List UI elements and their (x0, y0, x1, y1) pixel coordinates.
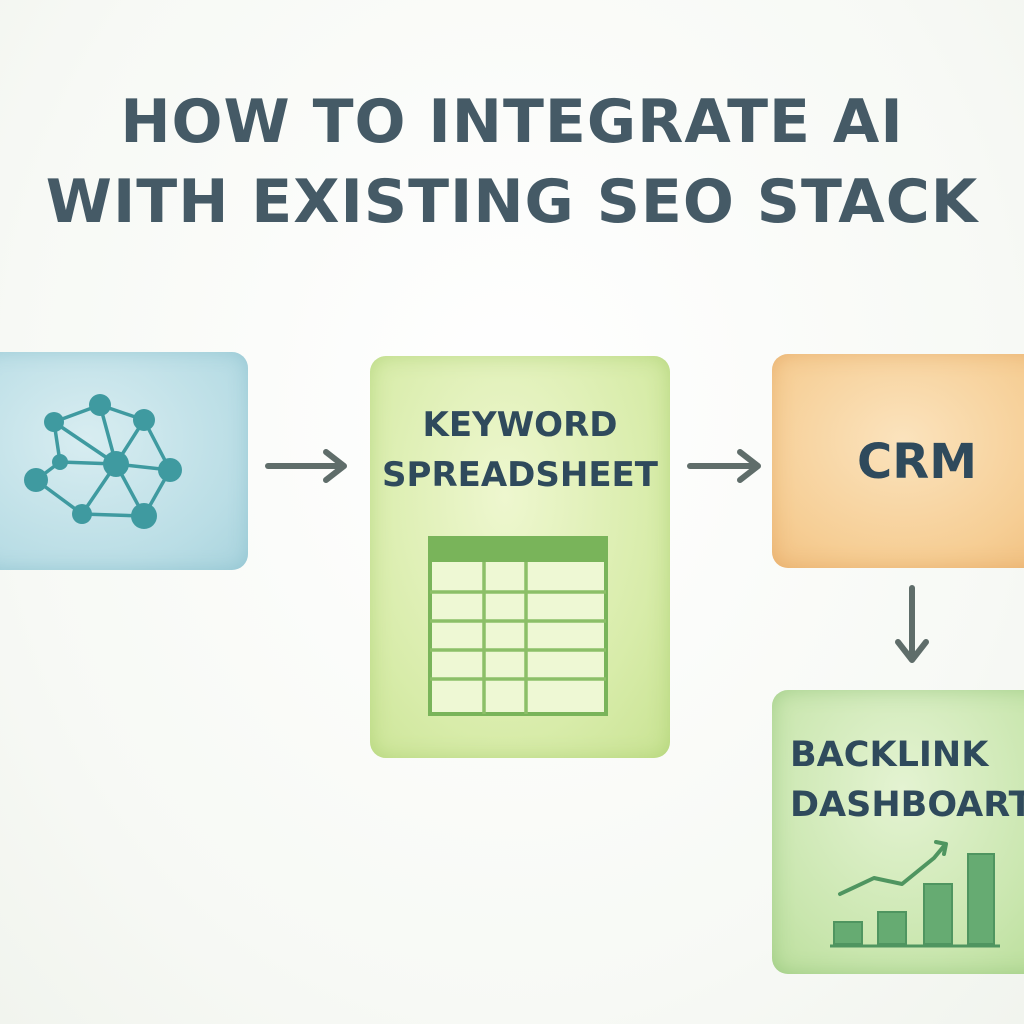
backlink-dashboard-label: BACKLINK DASHBOART (790, 730, 1024, 830)
backlink-label-line-1: BACKLINK (790, 735, 989, 775)
arrow-keyword-to-crm (687, 449, 761, 483)
keyword-label-line-1: KEYWORD (422, 405, 618, 445)
backlink-dashboard-node: BACKLINK DASHBOART (772, 690, 1024, 974)
crm-label: CRM (857, 434, 977, 490)
keyword-spreadsheet-label: KEYWORD SPREADSHEET (370, 400, 670, 500)
title-line-2: WITH EXISTING SEO STACK (45, 167, 979, 237)
crm-node: CRM (772, 354, 1024, 568)
bar-chart-icon (830, 840, 1000, 948)
arrow-crm-to-backlink (895, 585, 929, 663)
arrow-ai-to-keyword (265, 449, 347, 483)
spreadsheet-icon (428, 536, 608, 716)
title-line-1: HOW TO INTEGRATE AI (120, 87, 904, 157)
ai-node (0, 352, 248, 570)
page-title: HOW TO INTEGRATE AI WITH EXISTING SEO ST… (0, 82, 1024, 242)
network-icon (24, 394, 182, 529)
backlink-label-line-2: DASHBOART (790, 785, 1024, 825)
keyword-spreadsheet-node: KEYWORD SPREADSHEET (370, 356, 670, 758)
keyword-label-line-2: SPREADSHEET (382, 455, 658, 495)
